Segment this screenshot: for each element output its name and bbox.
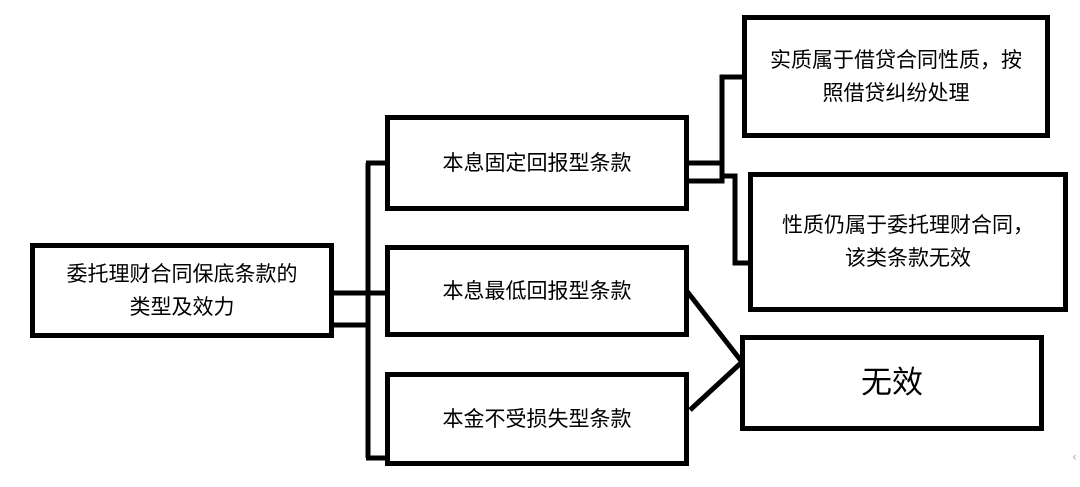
root-node-line: 委托理财合同保底条款的 [66, 261, 298, 286]
type-node-principal-protected: 本金不受损失型条款 [385, 372, 689, 466]
effect-node-loan-contract: 实质属于借贷合同性质，按 照借贷纠纷处理 [742, 15, 1050, 138]
type-node-label: 本金不受损失型条款 [442, 406, 632, 431]
connector-fixed-effect-loan [719, 74, 742, 172]
effect-node-line: 照借贷纠纷处理 [822, 80, 970, 105]
effect-node-entrust-invalid: 性质仍属于委托理财合同， 该类条款无效 [748, 172, 1068, 312]
type-node-minimum-return: 本息最低回报型条款 [385, 245, 689, 337]
root-node-line: 类型及效力 [129, 294, 235, 319]
connector-minimum-invalid [684, 288, 744, 364]
type-node-label: 本息最低回报型条款 [442, 278, 632, 303]
connector-fixed-loop [689, 160, 725, 184]
effect-node-line: 实质属于借贷合同性质，按 [770, 47, 1022, 72]
connector-principal-invalid [688, 360, 744, 412]
connector-fixed-effect-entrust [722, 173, 748, 266]
effect-node-line: 该类条款无效 [845, 246, 971, 270]
effect-node-label: 无效 [861, 364, 923, 401]
type-node-fixed-return: 本息固定回报型条款 [385, 115, 689, 211]
corner-chevron-icon: ‹ [1072, 450, 1077, 464]
effect-node-line: 性质仍属于委托理财合同， [782, 213, 1034, 237]
type-node-label: 本息固定回报型条款 [442, 150, 632, 175]
root-node: 委托理财合同保底条款的 类型及效力 [30, 243, 334, 338]
effect-node-invalid: 无效 [740, 335, 1044, 431]
